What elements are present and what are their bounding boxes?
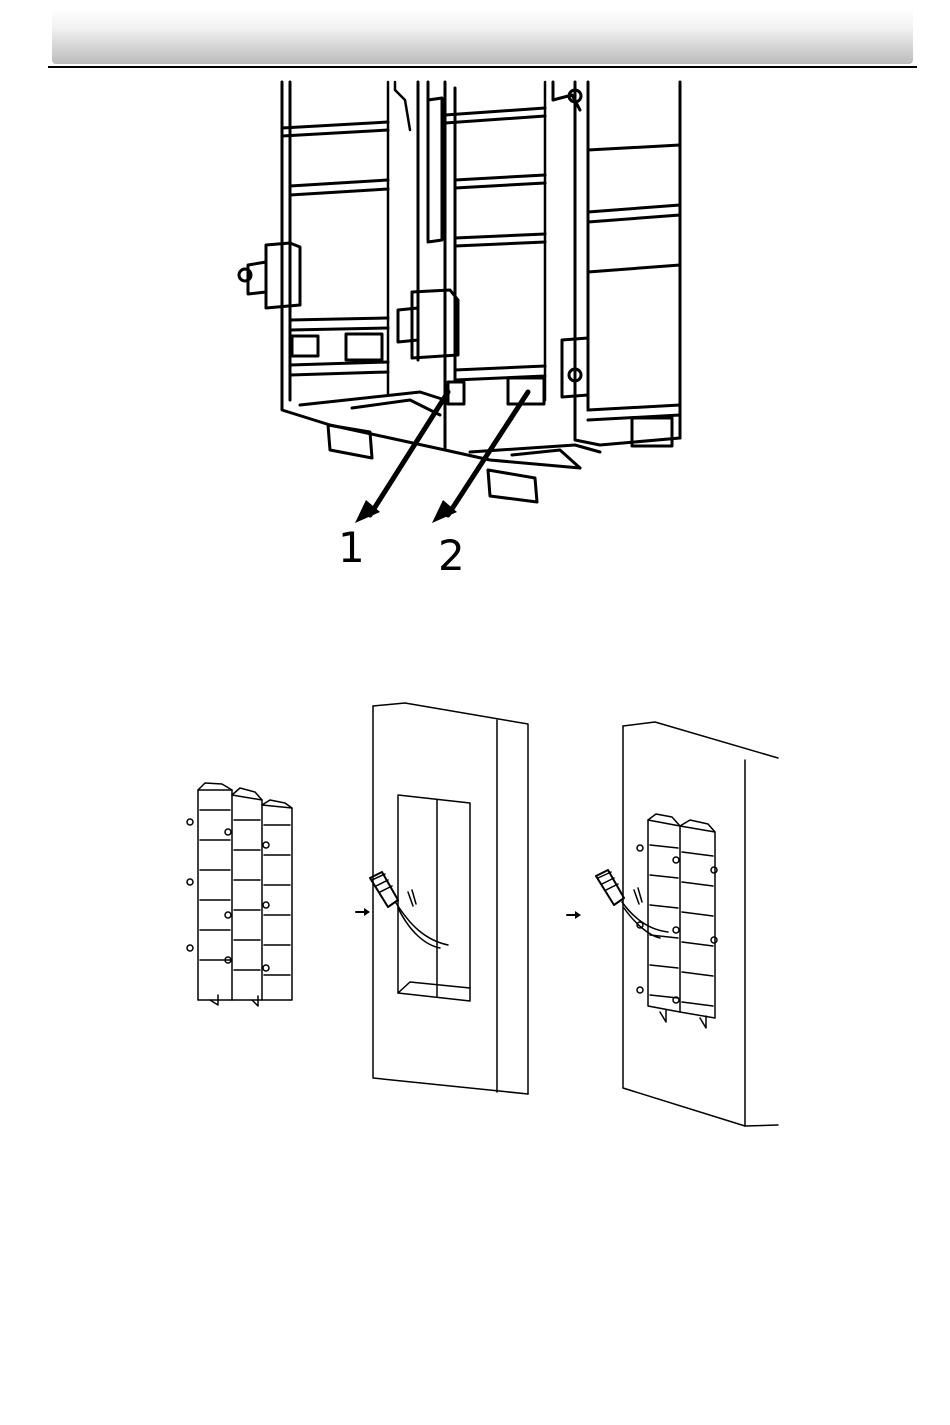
installed-back-box-illustration	[596, 722, 778, 1126]
arrow-right-icon	[356, 908, 370, 916]
wall-with-cable-illustration	[370, 703, 528, 1094]
arrow-right-icon	[567, 911, 581, 919]
back-box-illustration	[187, 783, 292, 1006]
